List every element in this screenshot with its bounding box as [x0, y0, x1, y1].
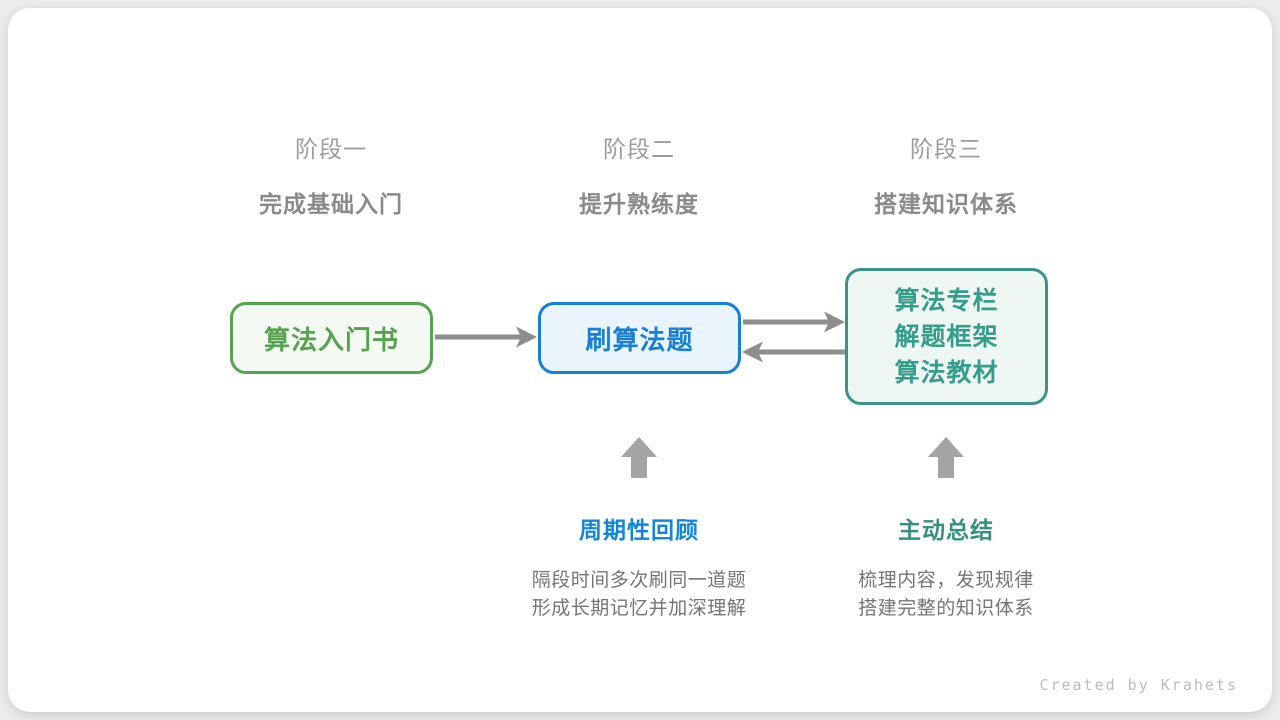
stage-3-label: 阶段三: [910, 136, 982, 162]
annotation-summarize: 主动总结 梳理内容，发现规律 搭建完整的知识体系: [776, 511, 1116, 622]
stage-2-header: 阶段二 提升熟练度: [479, 130, 799, 219]
stage-3-subtitle: 搭建知识体系: [874, 191, 1018, 217]
annotation-review-title: 周期性回顾: [579, 517, 699, 543]
annotation-summarize-desc-line-2: 搭建完整的知识体系: [858, 597, 1034, 619]
annotation-review-desc-line-1: 隔段时间多次刷同一道题: [531, 570, 747, 591]
stage-1-header: 阶段一 完成基础入门: [171, 130, 491, 219]
stage-2-subtitle: 提升熟练度: [579, 191, 699, 217]
stage-1-subtitle: 完成基础入门: [259, 191, 403, 217]
annotation-review-desc-line-2: 形成长期记忆并加深理解: [531, 597, 747, 619]
node-resources-line-2: 解题框架: [894, 322, 999, 351]
annotation-summarize-title: 主动总结: [898, 517, 994, 543]
node-resources-line-1: 算法专栏: [894, 286, 999, 315]
node-practice: 刷算法题: [538, 302, 741, 374]
annotation-review: 周期性回顾 隔段时间多次刷同一道题 形成长期记忆并加深理解: [469, 511, 809, 622]
node-intro-book: 算法入门书: [230, 302, 433, 374]
node-intro-book-label: 算法入门书: [263, 324, 399, 355]
annotation-review-desc: 隔段时间多次刷同一道题 形成长期记忆并加深理解: [469, 567, 809, 622]
node-resources: 算法专栏 解题框架 算法教材: [845, 268, 1048, 405]
annotation-summarize-desc: 梳理内容，发现规律 搭建完整的知识体系: [776, 567, 1116, 622]
node-practice-label: 刷算法题: [585, 324, 694, 355]
node-resources-line-3: 算法教材: [894, 358, 999, 387]
credit-text: Created by Krahets: [1039, 676, 1238, 694]
stage-3-header: 阶段三 搭建知识体系: [786, 130, 1106, 219]
annotation-summarize-desc-line-1: 梳理内容，发现规律: [858, 570, 1034, 591]
stage-2-label: 阶段二: [603, 136, 675, 162]
stage-1-label: 阶段一: [295, 136, 367, 162]
